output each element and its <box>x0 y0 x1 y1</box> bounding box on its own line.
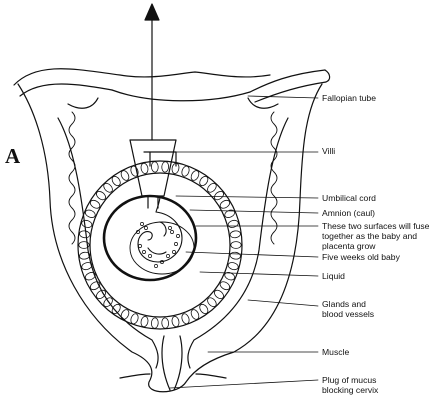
label-fallopian-tube: Fallopian tube <box>322 93 376 103</box>
umbilical-cord-line <box>155 195 161 213</box>
villus-loop <box>199 175 209 187</box>
label-fuse-line2: together as the baby and <box>322 231 418 241</box>
villus-loop <box>219 199 231 209</box>
villus-loop <box>190 170 200 181</box>
villus-loop <box>199 303 209 315</box>
cell-dot <box>138 244 142 248</box>
cell-dot <box>144 226 148 230</box>
villus-loop <box>161 317 170 329</box>
villus-loop <box>229 230 241 239</box>
cell-dot <box>154 264 158 268</box>
villus-loop <box>230 241 242 249</box>
villus-loop <box>120 170 130 181</box>
villi-ring <box>78 161 242 329</box>
cell-dot <box>176 234 180 238</box>
amnion-membrane <box>102 194 198 282</box>
gland-wavy-right <box>270 111 278 245</box>
leader-amnion <box>189 209 319 214</box>
leader-plug <box>169 379 319 389</box>
villus-loop <box>81 219 93 228</box>
gland-wavy-left <box>68 111 76 245</box>
villus-loop <box>89 281 101 291</box>
villus-loop <box>150 161 159 173</box>
yolk-region <box>129 221 195 275</box>
leader-fallopian-tube <box>247 95 319 99</box>
villus-loop <box>181 165 190 177</box>
label-amnion: Amnion (caul) <box>322 208 376 218</box>
villus-loop <box>171 162 180 174</box>
villus-loop <box>111 175 121 187</box>
funnel-shape <box>129 139 177 197</box>
villus-loop <box>111 303 121 315</box>
leader-glands <box>247 299 319 307</box>
villus-loop <box>81 262 93 271</box>
villus-loop <box>207 182 217 193</box>
villus-loop <box>214 289 224 300</box>
villus-loop <box>150 317 159 329</box>
label-fuse-line3: placenta grow <box>322 241 376 251</box>
villus-loop <box>140 316 149 328</box>
villus-loop <box>84 209 96 218</box>
label-glands-line1: Glands and <box>322 299 366 309</box>
leader-five-weeks <box>185 251 319 258</box>
label-plug-line1: Plug of mucus <box>322 375 377 385</box>
right-fallopian-tube <box>249 69 326 93</box>
villus-loop <box>103 182 113 193</box>
villus-loop <box>161 161 170 173</box>
cell-dot <box>140 222 144 226</box>
villus-loop <box>130 165 139 177</box>
panel-letter: A <box>5 144 21 168</box>
arrow-head <box>144 3 160 21</box>
villus-loop <box>190 309 200 320</box>
label-plug-line2: blocking cervix <box>322 385 379 395</box>
cervix-canal <box>161 335 183 391</box>
villus-loop <box>140 162 149 174</box>
label-liquid: Liquid <box>322 271 345 281</box>
five-weeks-baby-embryo <box>137 211 183 263</box>
villus-loop <box>96 190 106 201</box>
embryo-cell-dots <box>136 222 180 268</box>
cell-dot <box>166 254 170 258</box>
villus-loop <box>89 199 101 209</box>
label-glands-line2: blood vessels <box>322 309 375 319</box>
label-fuse-line1: These two surfaces will fuse <box>322 221 430 231</box>
cell-dot <box>174 242 178 246</box>
villus-loop <box>78 241 90 249</box>
villus-loop <box>103 297 113 308</box>
cell-dot <box>136 230 140 234</box>
villus-loop <box>229 251 241 260</box>
villus-loop <box>181 313 190 325</box>
villus-loop <box>130 313 139 325</box>
cell-dot <box>142 250 146 254</box>
left-fallopian-tube <box>13 68 271 86</box>
leader-umbilical-cord <box>175 195 319 199</box>
villus-loop <box>214 190 224 201</box>
villus-loop <box>227 219 239 228</box>
leader-liquid <box>199 271 319 277</box>
cell-dot <box>170 230 174 234</box>
uterus-outer-wall <box>17 83 323 393</box>
cell-dot <box>148 254 152 258</box>
villus-loop <box>171 316 180 328</box>
villus-loop <box>84 272 96 281</box>
villus-loop <box>120 309 130 320</box>
label-muscle: Muscle <box>322 347 350 357</box>
villus-loop <box>219 281 231 291</box>
villus-loop <box>79 230 91 239</box>
label-five-weeks: Five weeks old baby <box>322 252 400 262</box>
villus-loop <box>96 289 106 300</box>
cell-dot <box>160 260 164 264</box>
cell-dot <box>172 250 176 254</box>
villus-loop <box>227 262 239 271</box>
label-umbilical-cord: Umbilical cord <box>322 193 376 203</box>
chorion-inner <box>89 172 231 318</box>
villus-loop <box>79 251 91 260</box>
villus-loop <box>207 297 217 308</box>
label-villi: Villi <box>322 146 336 156</box>
cell-dot <box>168 226 172 230</box>
chorion-outer <box>77 160 243 330</box>
